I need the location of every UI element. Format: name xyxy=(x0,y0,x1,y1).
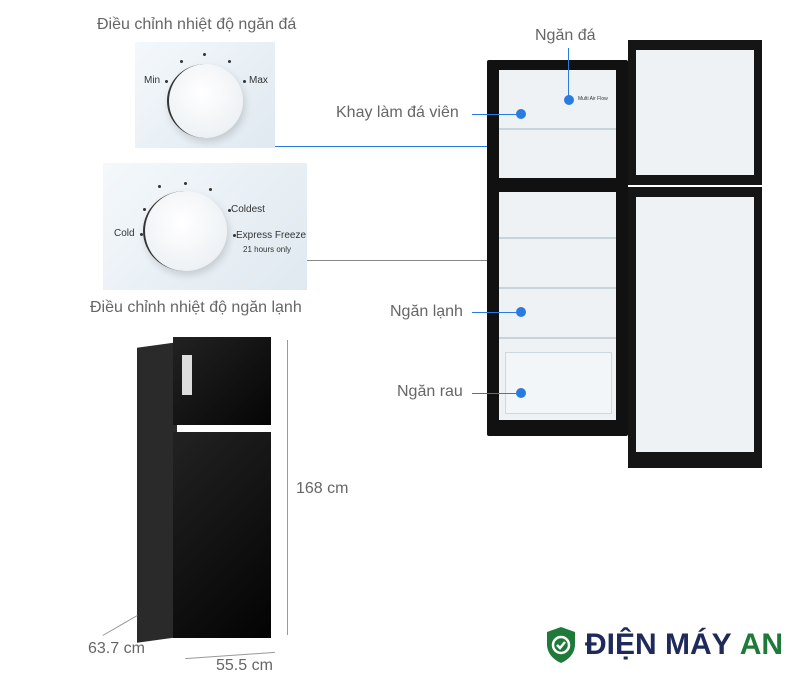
brand-logo: ĐIỆN MÁY AN xyxy=(545,626,783,664)
fridge-dial xyxy=(143,191,227,271)
vegetable-drawer xyxy=(505,352,612,414)
express-freeze-label: Express Freeze xyxy=(236,230,307,241)
airflow-label: Multi Air Flow xyxy=(578,96,608,102)
callout-fridge: Ngăn lạnh xyxy=(390,303,463,320)
freezer-dial xyxy=(167,64,243,138)
fridge-side xyxy=(137,342,177,643)
closed-freezer-door xyxy=(173,337,271,425)
fridge-door xyxy=(628,187,762,468)
freezer-door xyxy=(628,40,762,185)
open-fridge-body xyxy=(487,60,628,436)
callout-freezer: Ngăn đá xyxy=(535,27,596,44)
cold-label: Cold xyxy=(114,228,135,239)
coldest-label: Coldest xyxy=(231,204,265,215)
closed-fridge-door xyxy=(173,432,271,638)
fridge-compartment xyxy=(499,192,616,420)
freezer-dial-leader xyxy=(275,146,565,147)
max-label: Max xyxy=(249,75,268,86)
callout-vegetable: Ngăn rau xyxy=(397,383,463,400)
height-dimension: 168 cm xyxy=(296,480,349,497)
freezer-dial-panel: Min Max xyxy=(135,42,275,148)
depth-line xyxy=(102,615,138,636)
width-dimension: 55.5 cm xyxy=(216,657,273,674)
min-label: Min xyxy=(144,75,161,86)
fridge-dial-title: Điều chỉnh nhiệt độ ngăn lạnh xyxy=(90,299,302,316)
depth-dimension: 63.7 cm xyxy=(88,640,145,657)
freezer-compartment xyxy=(499,70,616,178)
callout-ice-tray: Khay làm đá viên xyxy=(336,104,459,121)
express-note: 21 hours only xyxy=(243,245,292,254)
fridge-dial-panel: Cold Coldest Express Freeze 21 hours onl… xyxy=(103,163,307,290)
brand-name-accent: AN xyxy=(739,628,784,661)
brand-name: ĐIỆN MÁY xyxy=(585,628,732,661)
height-line xyxy=(287,340,288,635)
freezer-dial-title: Điều chỉnh nhiệt độ ngăn đá xyxy=(97,16,297,33)
fridge-dial-leader xyxy=(307,260,562,261)
shield-check-icon xyxy=(547,627,575,663)
